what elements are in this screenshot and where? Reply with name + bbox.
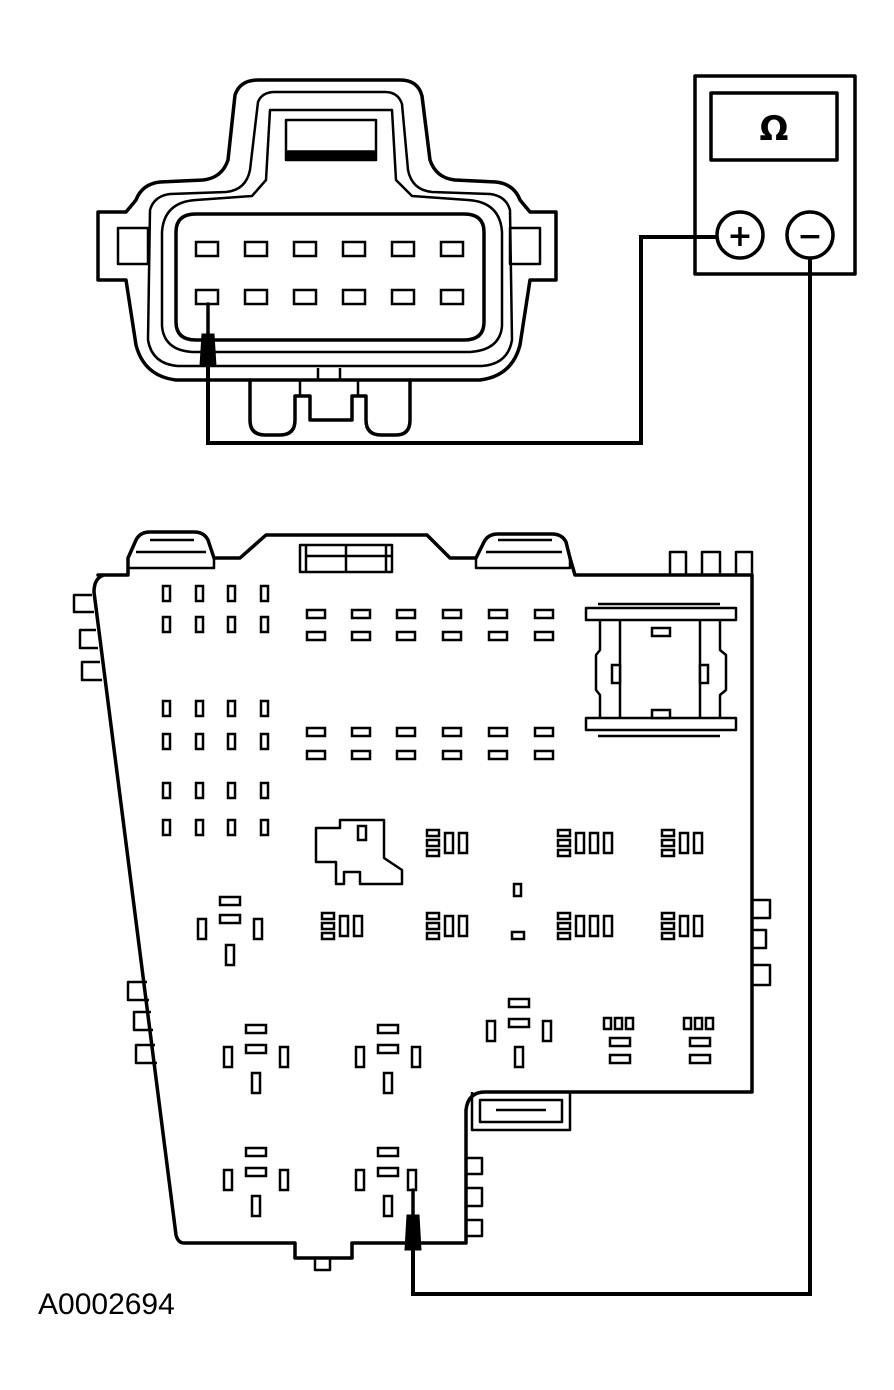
negative-lead — [411, 258, 812, 1296]
negative-terminal-label: − — [797, 219, 822, 254]
meter-display — [709, 91, 839, 162]
harness-connector — [96, 78, 558, 437]
multimeter: Ω + − — [693, 74, 857, 276]
positive-terminal-label: + — [727, 219, 752, 254]
ohm-symbol: Ω — [760, 109, 789, 149]
positive-lead — [206, 235, 717, 445]
figure-id-label: A0002694 — [38, 1288, 175, 1321]
module-terminals — [161, 584, 738, 1251]
module-housing — [72, 530, 772, 1272]
